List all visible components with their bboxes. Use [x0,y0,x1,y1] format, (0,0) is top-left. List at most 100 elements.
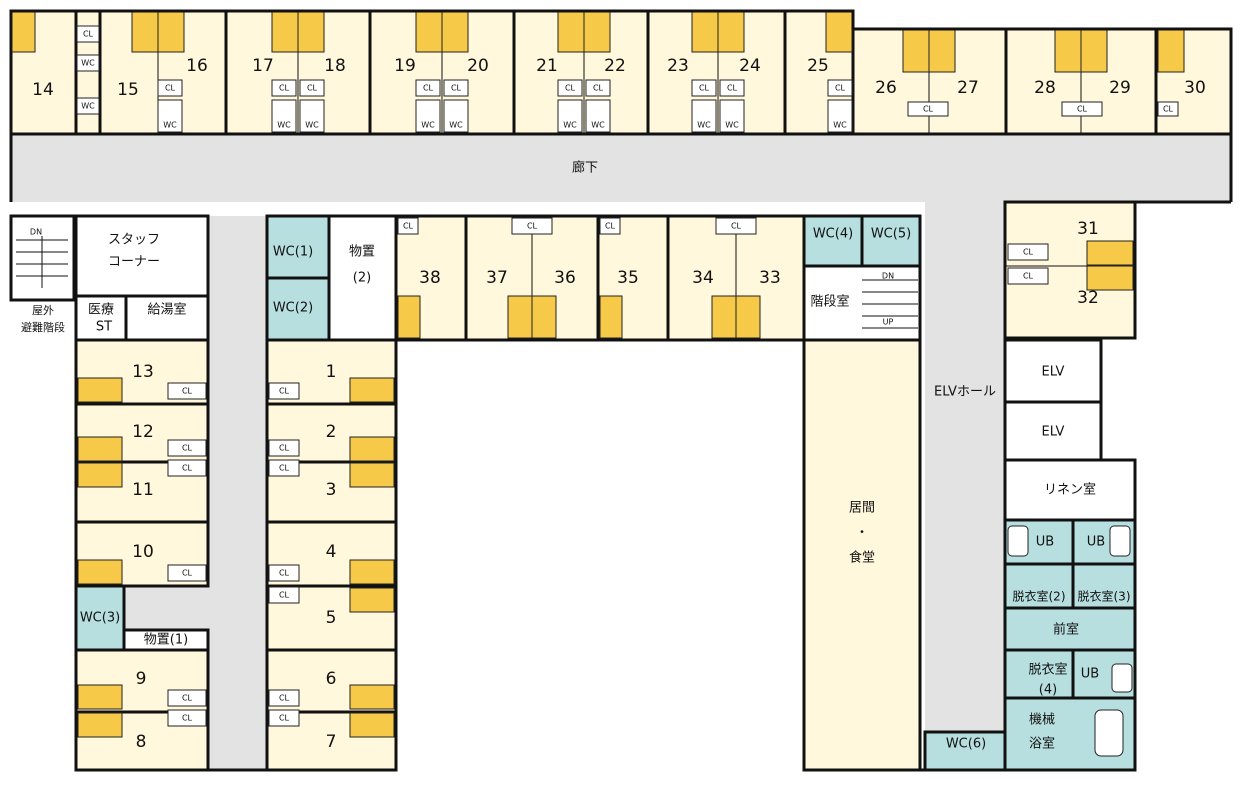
bed-icon [1054,29,1082,73]
text-label: WC(6) [946,737,986,752]
closet-icon [1007,267,1049,285]
bathtub-icon [1109,525,1131,557]
bed-icon [1080,29,1108,73]
closet-icon [268,564,300,582]
room-number: 27 [957,78,979,98]
room-number: 17 [252,56,274,76]
text-label: ST [96,320,112,335]
text-label: 13 [132,362,154,382]
text-label: CL [699,84,710,93]
text-label: 33 [759,268,781,288]
text-label: CL [1023,248,1034,257]
text-label: WC [833,121,847,130]
toilet-icon [719,99,745,133]
text-label: WC [163,121,177,130]
room-number: 15 [117,80,139,100]
staff-corner [74,214,210,298]
text-label: WC [725,121,739,130]
text-label: CL [835,84,846,93]
closet-icon [1157,101,1179,117]
text-label: 3 [326,480,337,500]
bed-icon [131,11,159,53]
closet-icon [167,382,207,400]
closet-icon [167,564,207,582]
closet-icon [599,217,621,235]
text-label: WC [81,102,95,111]
text-label: WC [305,121,319,130]
text-label: CL [279,387,290,396]
room-number: 23 [667,56,689,76]
text-label: 脱衣室 [1028,662,1067,678]
closet-icon [715,217,757,235]
room-number: 28 [1034,78,1056,98]
closet-icon [76,25,100,43]
bed-icon [349,712,395,738]
text-label: 居間 [849,501,875,516]
text-label: 屋外 [32,304,54,317]
text-label: CL [83,30,94,39]
kitchenette [124,294,210,342]
text-label: CL [727,84,738,93]
text-label: WC [421,121,435,130]
text-label: UB [1087,535,1105,550]
toilet-icon [157,99,183,133]
toilet-icon [827,99,853,133]
text-label: CL [279,84,290,93]
text-label: 32 [1077,288,1099,308]
text-label: 12 [132,422,154,442]
closet-icon [157,79,183,97]
south-row: CL CL CL CL 38 37 36 35 34 33 [394,214,806,342]
text-label: WC [81,59,95,68]
text-label: CL [565,84,576,93]
bed-icon [599,295,623,339]
text-label: 機械 [1029,713,1055,728]
closet-icon [1061,101,1103,117]
closet-icon [691,79,717,97]
text-label: 脱衣室(2) [1013,589,1066,604]
bed-icon [77,559,123,585]
wc-4 [802,214,864,268]
corridor-label: 廊下 [572,160,598,176]
toilet-icon [76,54,100,72]
bathtub-icon [1111,663,1133,693]
wc-6 [923,730,1007,772]
outdoor-stair: DN 屋外 避難階段 [9,214,76,334]
closet-icon [268,459,300,477]
closet-icon [443,79,469,97]
wc-3 [74,584,126,652]
bed-icon [157,11,185,53]
closet-icon [268,709,300,727]
room-number: 26 [875,78,897,98]
closet-icon [268,382,300,400]
text-label: 7 [326,732,337,752]
middle-block: WC(1) WC(2) 物置 (2) CL CL CL CL CL CL CL … [265,214,398,772]
toilet-icon [271,99,297,133]
text-label: ・ [855,526,868,541]
bathtub-icon [1094,709,1124,757]
text-label: 階段室 [810,294,849,310]
bed-icon [11,11,36,53]
bed-icon [1157,29,1185,73]
text-label: 食堂 [849,550,875,566]
text-label: WC(1) [273,245,313,260]
text-label: CL [279,569,290,578]
closet-icon [719,79,745,97]
toilet-icon [557,99,583,133]
closet-icon [827,79,853,97]
text-label: CL [1023,272,1034,281]
text-label: CL [527,222,538,231]
closet-icon [268,586,300,604]
text-label: CL [1163,105,1174,114]
room-number: 18 [324,56,346,76]
bed-icon [77,462,123,488]
text-label: (2) [353,271,371,286]
text-label: 前室 [1053,622,1079,638]
text-label: DN [30,228,42,237]
main-corridor [11,134,1231,202]
elv-hall-corridor [925,200,1005,765]
text-label: 1 [326,362,337,382]
closet-icon [511,217,553,235]
text-label: UB [1036,535,1054,550]
room-number: 30 [1184,78,1206,98]
text-label: 物置(1) [144,633,188,648]
